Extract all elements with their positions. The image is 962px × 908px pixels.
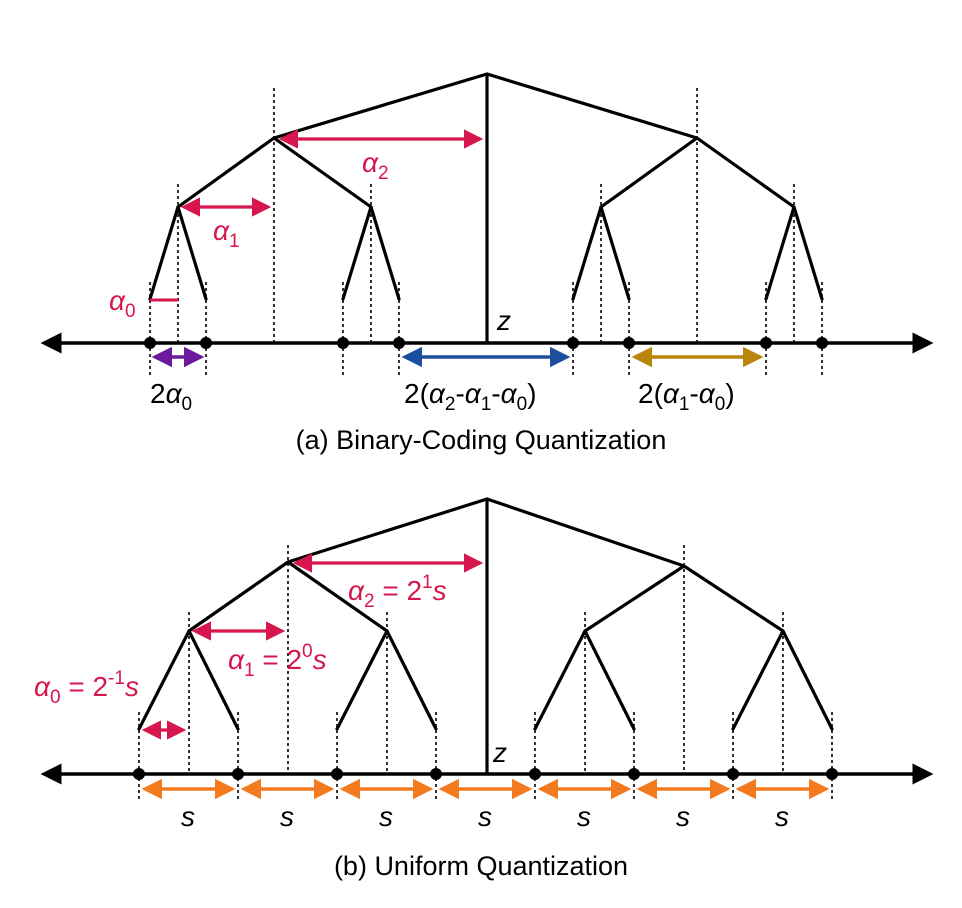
panel-a-tree bbox=[148, 72, 824, 344]
level-point bbox=[567, 337, 579, 349]
gap-mid-label: 2(α2-α1-α0) bbox=[404, 378, 537, 415]
panel-a-binary-coding: α2 α1 α0 z 2α0 2(α2-α1-α0) 2(α1-α0) (a) … bbox=[40, 72, 934, 455]
panel-b-caption: (b) Uniform Quantization bbox=[334, 851, 628, 881]
level-point bbox=[760, 337, 772, 349]
step-label: s bbox=[478, 801, 492, 832]
panel-a-quantization-points bbox=[144, 337, 828, 349]
alpha0-label: α0 bbox=[109, 285, 136, 322]
level-point bbox=[816, 337, 828, 349]
gap-gold-label: 2(α1-α0) bbox=[638, 378, 735, 415]
alpha1-eq-label: α1 = 20s bbox=[228, 641, 327, 681]
level-point bbox=[133, 768, 145, 780]
step-labels: s s s s s s s bbox=[181, 801, 789, 832]
alpha0-eq-label: α0 = 2-1s bbox=[34, 668, 139, 708]
panel-b-uniform: α2 = 21s α1 = 20s α0 = 2-1s z s s s s s … bbox=[34, 497, 934, 881]
level-point bbox=[337, 337, 349, 349]
step-label: s bbox=[379, 801, 393, 832]
panel-b-tree bbox=[137, 497, 834, 775]
step-label: s bbox=[676, 801, 690, 832]
level-point bbox=[529, 768, 541, 780]
level-point bbox=[628, 768, 640, 780]
z-label: z bbox=[496, 305, 511, 336]
step-label: s bbox=[577, 801, 591, 832]
step-label: s bbox=[775, 801, 789, 832]
level-point bbox=[331, 768, 343, 780]
step-label: s bbox=[181, 801, 195, 832]
level-point bbox=[623, 337, 635, 349]
alpha2-label: α2 bbox=[362, 147, 389, 184]
z-label: z bbox=[492, 737, 507, 768]
panel-a-caption: (a) Binary-Coding Quantization bbox=[296, 425, 667, 455]
level-point bbox=[393, 337, 405, 349]
alpha2-eq-label: α2 = 21s bbox=[348, 572, 447, 612]
alpha1-label: α1 bbox=[213, 215, 240, 252]
level-point bbox=[826, 768, 838, 780]
panel-b-quantization-points bbox=[133, 768, 838, 780]
level-point bbox=[430, 768, 442, 780]
level-point bbox=[144, 337, 156, 349]
level-point bbox=[727, 768, 739, 780]
step-label: s bbox=[280, 801, 294, 832]
gap-2alpha0-label: 2α0 bbox=[150, 378, 192, 415]
level-point bbox=[232, 768, 244, 780]
level-point bbox=[200, 337, 212, 349]
